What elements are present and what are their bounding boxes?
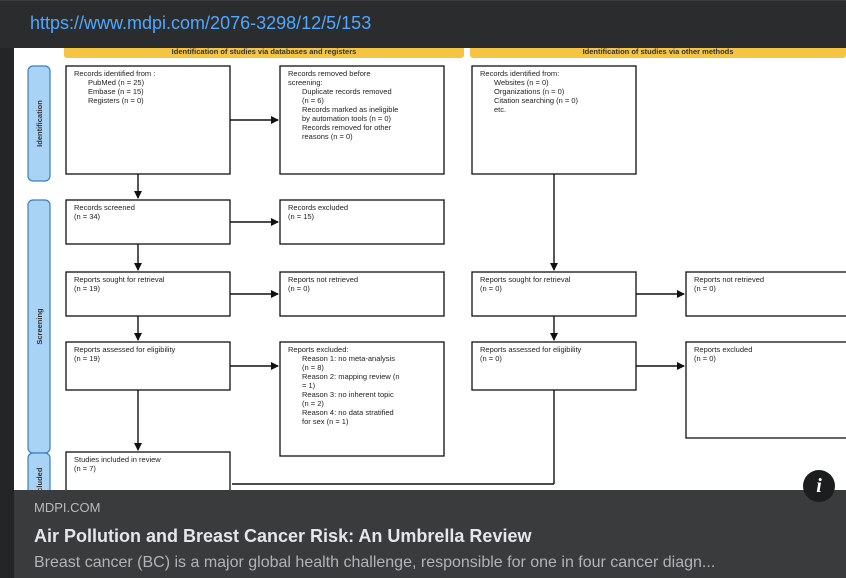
right-assessed-box	[471, 341, 637, 391]
left-reports-excluded-box-line: Reports excluded:	[288, 345, 348, 354]
right-identified-box-line: Websites (n = 0)	[494, 78, 549, 87]
left-reports-excluded-box-line: for sex (n = 1)	[302, 417, 349, 426]
prisma-flow-diagram: Identification of studies via databases …	[27, 48, 846, 490]
left-removed-box-line: by automation tools (n = 0)	[302, 114, 392, 123]
left-sought-box-line: (n = 19)	[74, 284, 101, 293]
article-title[interactable]: Air Pollution and Breast Cancer Risk: An…	[34, 526, 532, 546]
header-left-text: Identification of studies via databases …	[172, 48, 357, 56]
left-excluded-box-line: (n = 15)	[288, 212, 315, 221]
right-sought-box	[471, 271, 637, 317]
header-right	[470, 48, 846, 58]
info-icon[interactable]: i	[803, 470, 835, 502]
left-sought-box-line: Reports sought for retrieval	[74, 275, 165, 284]
left-not-retrieved-box-line: (n = 0)	[288, 284, 310, 293]
right-identified-box-line: Citation searching (n = 0)	[494, 96, 579, 105]
left-excluded-box	[279, 199, 445, 245]
left-reports-excluded-box-line: (n = 2)	[302, 399, 324, 408]
left-removed-box-line: Records removed for other	[302, 123, 392, 132]
right-sought-box-line: Reports sought for retrieval	[480, 275, 571, 284]
right-not-retrieved-box-line: Reports not retrieved	[694, 275, 764, 284]
left-reports-excluded-box-line: = 1)	[302, 381, 316, 390]
left-assessed-box-line: (n = 19)	[74, 354, 101, 363]
left-not-retrieved-box-line: Reports not retrieved	[288, 275, 358, 284]
left-sought-box	[65, 271, 231, 317]
right-assessed-box-line: (n = 0)	[480, 354, 502, 363]
left-included-box-line: Studies included in review	[74, 455, 161, 464]
left-included-box	[65, 451, 231, 490]
left-identified-box-line: Records identified from :	[74, 69, 155, 78]
left-included-box-line: (n = 7)	[74, 464, 96, 473]
left-removed-box-line: reasons (n = 0)	[302, 132, 353, 141]
side-label-text: Included	[35, 467, 44, 490]
left-assessed-box-line: Reports assessed for eligibility	[74, 345, 176, 354]
site-name: MDPI.COM	[34, 500, 101, 515]
right-sought-box-line: (n = 0)	[480, 284, 502, 293]
right-identified-box-line: Records identified from:	[480, 69, 559, 78]
left-excluded-box-line: Records excluded	[288, 203, 348, 212]
url-bar: https://www.mdpi.com/2076-3298/12/5/153	[0, 0, 846, 48]
side-label-text: Identification	[35, 100, 44, 147]
article-description: Breast cancer (BC) is a major global hea…	[34, 554, 716, 571]
left-identified-box-line: PubMed (n = 25)	[88, 78, 145, 87]
left-removed-box-line: Records removed before	[288, 69, 371, 78]
left-identified-box-line: Embase (n = 15)	[88, 87, 144, 96]
url-link[interactable]: https://www.mdpi.com/2076-3298/12/5/153	[30, 13, 372, 33]
left-removed-box-line: Records marked as ineligible	[302, 105, 398, 114]
left-screened-box	[65, 199, 231, 245]
header-right-text: Identification of studies via other meth…	[583, 48, 734, 56]
left-reports-excluded-box-line: Reason 3: no inherent topic	[302, 390, 394, 399]
right-not-retrieved-box	[685, 271, 846, 317]
left-removed-box-line: screening:	[288, 78, 323, 87]
left-removed-box-line: Duplicate records removed	[302, 87, 392, 96]
link-preview-image[interactable]: Identification of studies via databases …	[14, 48, 846, 490]
left-identified-box-line: Registers (n = 0)	[88, 96, 144, 105]
side-label-box	[27, 65, 51, 182]
left-reports-excluded-box-line: (n = 8)	[302, 363, 324, 372]
right-identified-box-line: etc.	[494, 105, 506, 114]
link-preview-meta[interactable]: MDPI.COM Air Pollution and Breast Cancer…	[14, 490, 846, 578]
right-not-retrieved-box-line: (n = 0)	[694, 284, 716, 293]
left-screened-box-line: Records screened	[74, 203, 135, 212]
left-reports-excluded-box-line: Reason 1: no meta-analysis	[302, 354, 395, 363]
left-reports-excluded-box	[279, 341, 445, 457]
right-identified-box-line: Organizations (n = 0)	[494, 87, 565, 96]
side-label-text: Screening	[35, 308, 44, 345]
header-left	[64, 48, 464, 58]
right-identified-box	[471, 65, 637, 175]
right-excluded-box-line: Reports excluded	[694, 345, 752, 354]
left-identified-box	[65, 65, 231, 175]
left-removed-box-line: (n = 6)	[302, 96, 324, 105]
left-removed-box	[279, 65, 445, 175]
left-screened-box-line: (n = 34)	[74, 212, 101, 221]
left-not-retrieved-box	[279, 271, 445, 317]
right-excluded-box-line: (n = 0)	[694, 354, 716, 363]
right-excluded-box	[685, 341, 846, 439]
side-label-box	[27, 452, 51, 490]
left-reports-excluded-box-line: Reason 2: mapping review (n	[302, 372, 400, 381]
left-reports-excluded-box-line: Reason 4: no data stratified	[302, 408, 394, 417]
right-assessed-box-line: Reports assessed for eligibility	[480, 345, 582, 354]
